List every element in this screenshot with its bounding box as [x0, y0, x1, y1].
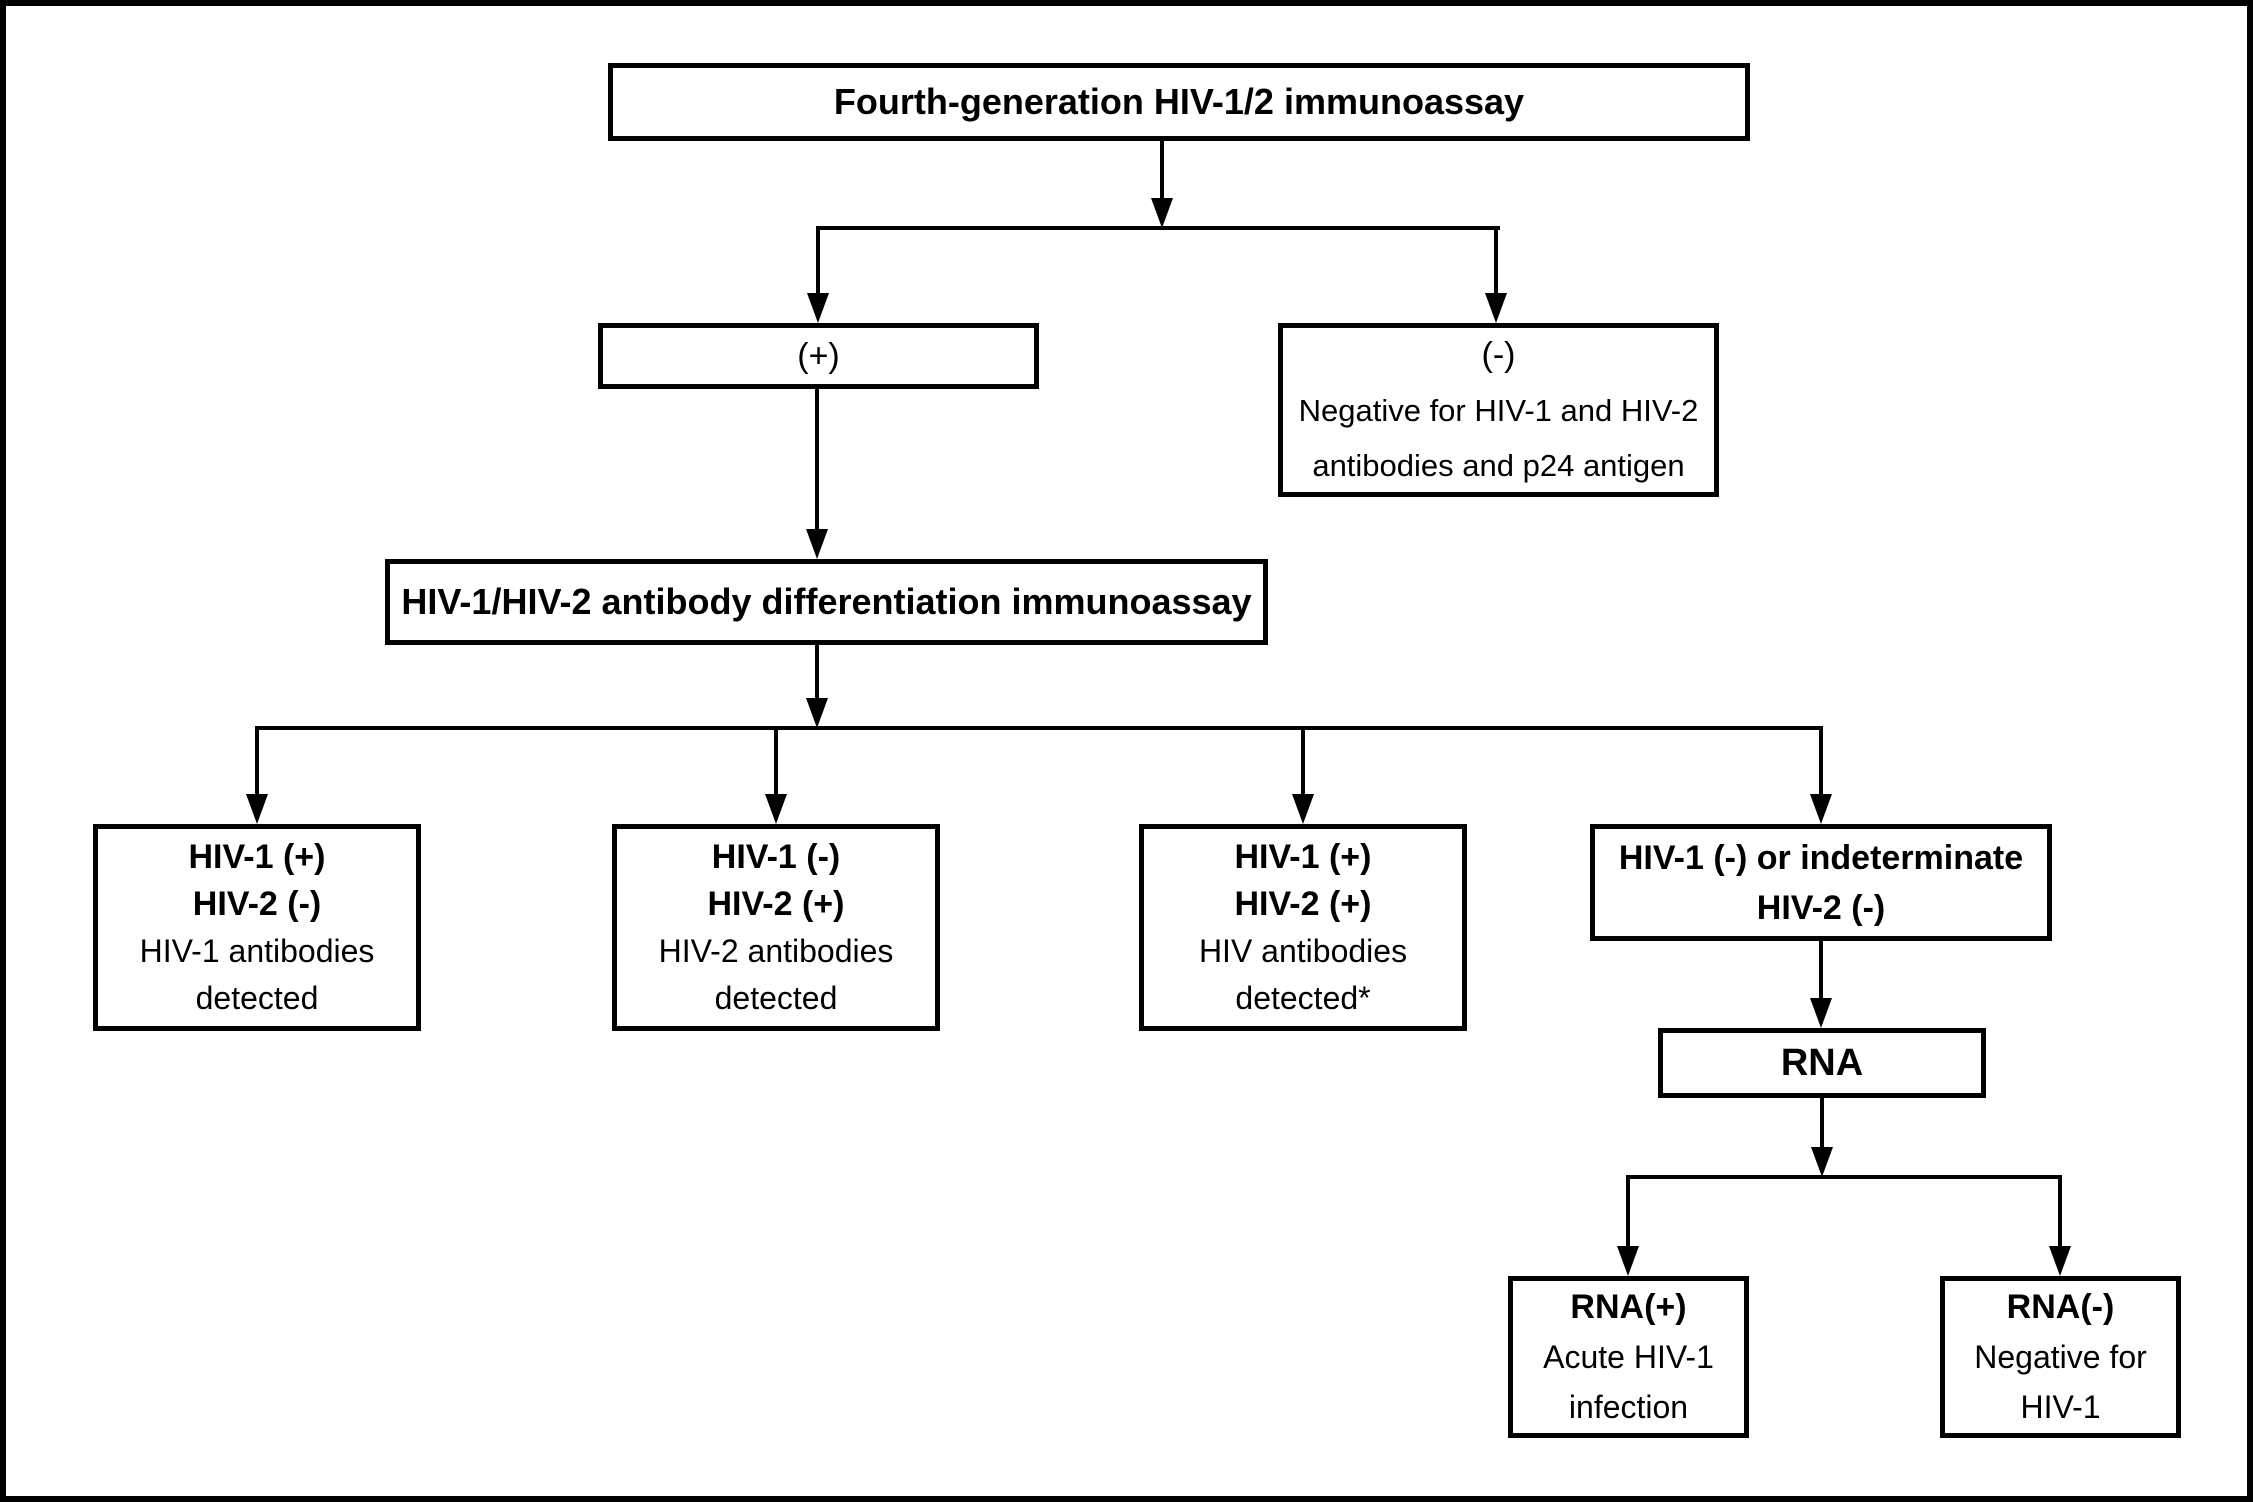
node-text-line: RNA(-)	[2006, 1288, 2115, 1326]
node-text-line: (-)	[1481, 335, 1516, 374]
node-text-line: HIV-1 (-) or indeterminate	[1618, 838, 2024, 877]
arrowhead-down-icon	[1617, 1246, 1639, 1276]
node-initial-positive: (+)	[598, 323, 1039, 389]
node-text-line: HIV-1 (-)	[711, 837, 841, 876]
node-rna-negative: RNA(-) Negative for HIV-1	[1940, 1276, 2181, 1438]
node-text-line: HIV-2 antibodies	[658, 932, 894, 969]
arrowhead-down-icon	[246, 794, 268, 824]
node-text-line: HIV-2 (+)	[1234, 884, 1372, 923]
node-hiv1-negative-or-indeterminate: HIV-1 (-) or indeterminate HIV-2 (-)	[1590, 824, 2052, 941]
node-initial-negative: (-) Negative for HIV-1 and HIV-2 antibod…	[1278, 323, 1719, 497]
node-text-line: HIV-2 (-)	[192, 884, 322, 923]
node-hiv1-positive-hiv2-negative: HIV-1 (+) HIV-2 (-) HIV-1 antibodies det…	[93, 824, 421, 1031]
node-text-line: (+)	[797, 336, 840, 375]
node-hiv1-positive-hiv2-positive: HIV-1 (+) HIV-2 (+) HIV antibodies detec…	[1139, 824, 1467, 1031]
connector-positive-to-differentiation	[815, 389, 819, 531]
node-hiv1-negative-hiv2-positive: HIV-1 (-) HIV-2 (+) HIV-2 antibodies det…	[612, 824, 940, 1031]
arrowhead-down-icon	[1151, 198, 1173, 228]
node-text-line: HIV-1	[2020, 1389, 2101, 1425]
connector-top-to-split1	[1160, 141, 1164, 199]
node-text-line: Negative for	[1974, 1339, 2147, 1375]
connector-split2-horizontal	[255, 726, 1823, 730]
arrowhead-down-icon	[806, 698, 828, 728]
node-rna-positive: RNA(+) Acute HIV-1 infection	[1508, 1276, 1749, 1438]
node-rna-test: RNA	[1658, 1028, 1986, 1098]
connector-split1-horizontal	[816, 226, 1500, 230]
node-text-line: detected	[195, 979, 319, 1016]
node-text-line: detected	[714, 979, 838, 1016]
node-text-line: HIV-2 (-)	[1756, 888, 1886, 927]
connector-split3-horizontal	[1626, 1175, 2062, 1179]
node-text-line: Fourth-generation HIV-1/2 immunoassay	[833, 81, 1525, 122]
connector-box4-to-rna	[1819, 941, 1823, 1000]
node-text-line: RNA	[1780, 1041, 1864, 1084]
node-fourth-gen-immunoassay: Fourth-generation HIV-1/2 immunoassay	[608, 63, 1750, 141]
connector-split2-to-box3	[1301, 726, 1305, 796]
arrowhead-down-icon	[2049, 1246, 2071, 1276]
node-text-line: antibodies and p24 antigen	[1312, 447, 1685, 483]
node-differentiation-immunoassay: HIV-1/HIV-2 antibody differentiation imm…	[385, 559, 1268, 645]
node-text-line: HIV-1 (+)	[188, 837, 326, 876]
arrowhead-down-icon	[1292, 794, 1314, 824]
arrowhead-down-icon	[1810, 998, 1832, 1028]
arrowhead-down-icon	[807, 293, 829, 323]
connector-split3-to-rna-negative	[2058, 1175, 2062, 1248]
node-text-line: Negative for HIV-1 and HIV-2	[1298, 392, 1699, 428]
node-text-line: detected*	[1235, 979, 1371, 1016]
arrowhead-down-icon	[1811, 1147, 1833, 1177]
arrowhead-down-icon	[1810, 794, 1832, 824]
arrowhead-down-icon	[1485, 293, 1507, 323]
node-text-line: HIV-2 (+)	[707, 884, 845, 923]
connector-split2-to-box4	[1819, 726, 1823, 796]
connector-split2-to-box1	[255, 726, 259, 796]
node-text-line: infection	[1568, 1389, 1689, 1425]
connector-split1-to-positive	[816, 226, 820, 294]
node-text-line: HIV-1/HIV-2 antibody differentiation imm…	[401, 581, 1252, 622]
connector-rna-to-split3	[1820, 1098, 1824, 1149]
node-text-line: RNA(+)	[1570, 1288, 1687, 1326]
node-text-line: HIV-1 antibodies	[139, 932, 375, 969]
connector-split2-to-box2	[774, 726, 778, 796]
arrowhead-down-icon	[765, 794, 787, 824]
node-text-line: HIV-1 (+)	[1234, 837, 1372, 876]
node-text-line: HIV antibodies	[1198, 932, 1408, 969]
arrowhead-down-icon	[806, 529, 828, 559]
node-text-line: Acute HIV-1	[1543, 1339, 1714, 1375]
connector-split1-to-negative	[1494, 226, 1498, 294]
connector-split3-to-rna-positive	[1626, 1175, 1630, 1248]
connector-differentiation-to-split2	[815, 645, 819, 700]
